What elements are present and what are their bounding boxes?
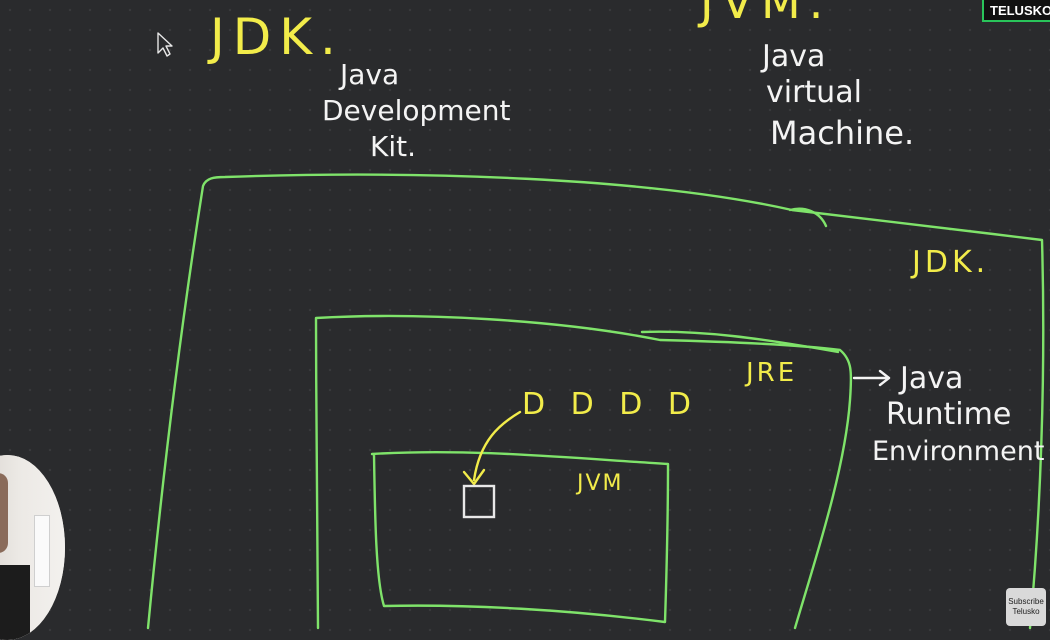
jdk-box-label: JDK. — [910, 245, 989, 280]
class-files-label: D D D D — [522, 387, 699, 422]
jdk-full-line2: Development — [322, 94, 511, 127]
load-arrow-head — [462, 468, 486, 486]
subscribe-button[interactable]: Subscribe Telusko — [1006, 588, 1046, 626]
jdk-full-line1: Java — [338, 58, 399, 91]
jvm-heading: JVM. — [697, 0, 831, 29]
pointer-cursor-icon — [157, 32, 173, 57]
jdk-box — [146, 173, 1045, 630]
jvm-full-line3: Machine. — [770, 114, 914, 152]
jdk-box-tab — [788, 207, 828, 228]
jvm-box — [370, 450, 670, 624]
loaded-class-box — [462, 484, 496, 519]
presenter-jacket — [0, 565, 30, 640]
brand-badge-text: TELUSKO — [990, 3, 1050, 18]
brand-badge: TELUSKO — [982, 0, 1050, 22]
jdk-full-line3: Kit. — [370, 130, 416, 163]
presenter-shelf — [34, 515, 50, 587]
subscribe-label: Subscribe — [1008, 597, 1044, 606]
presenter-video-thumbnail — [0, 455, 65, 640]
jre-full-line1: Java — [898, 361, 963, 396]
jvm-box-label: JVM — [575, 471, 624, 496]
jre-box — [314, 314, 853, 630]
jre-box-tab — [640, 330, 840, 354]
jvm-full-line2: virtual — [766, 75, 862, 110]
subscribe-channel: Telusko — [1012, 607, 1040, 616]
jvm-full-line1: Java — [760, 39, 825, 74]
load-arrow — [472, 410, 522, 482]
jre-box-label: JRE — [744, 358, 797, 388]
arrow-right-icon — [852, 369, 891, 387]
jre-full-line3: Environment — [872, 436, 1044, 467]
presenter-head — [0, 473, 8, 553]
jre-full-line2: Runtime — [886, 397, 1011, 432]
jdk-heading: JDK. — [207, 8, 344, 66]
